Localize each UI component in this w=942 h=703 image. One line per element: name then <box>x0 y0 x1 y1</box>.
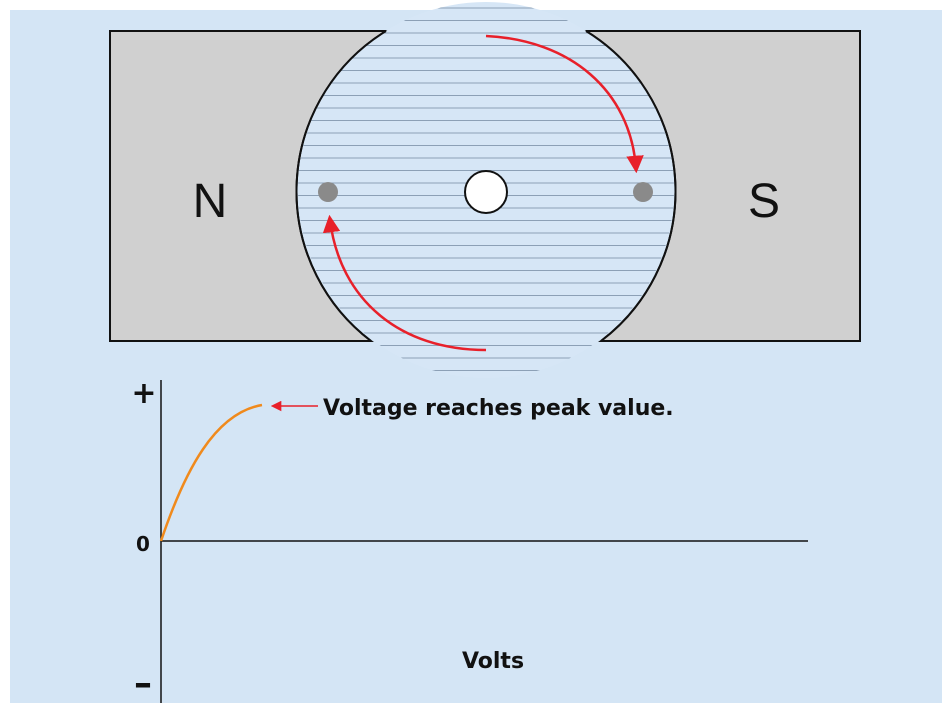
south-pole-label: S <box>748 175 780 228</box>
rotor-shaft <box>464 170 508 214</box>
conductor-right <box>633 182 653 202</box>
positive-label: + <box>131 376 156 411</box>
voltage-curve <box>159 403 263 542</box>
conductor-left <box>318 182 338 202</box>
rotor-outline-right <box>585 30 677 342</box>
north-pole-label: N <box>193 175 228 228</box>
zero-label: 0 <box>136 532 150 556</box>
volts-axis-label: Volts <box>462 649 524 674</box>
rotor-outline-left <box>295 30 387 342</box>
peak-annotation: Voltage reaches peak value. <box>323 396 674 421</box>
rotation-arrow-bottom <box>322 214 487 352</box>
negative-label: – <box>134 663 152 703</box>
rotation-arrow-top <box>485 34 644 174</box>
